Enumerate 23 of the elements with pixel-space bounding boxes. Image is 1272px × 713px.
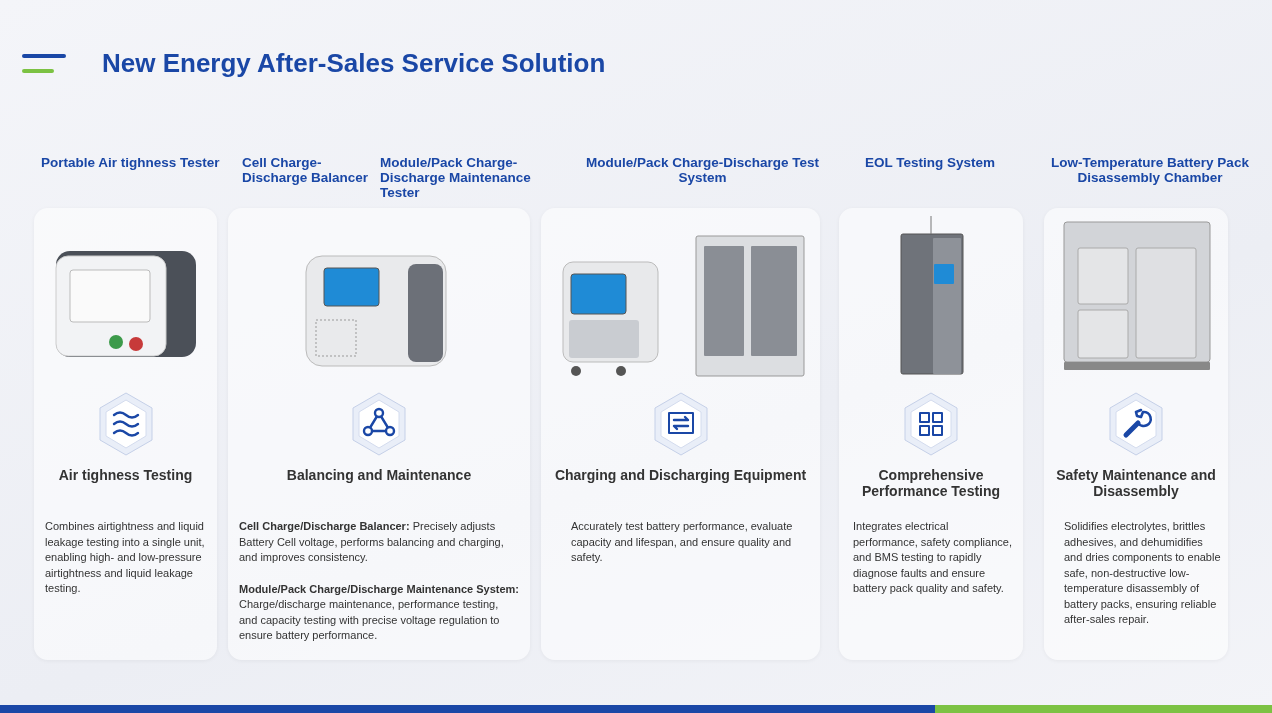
product-card xyxy=(839,208,1023,660)
product-name: Module/Pack Charge-Discharge Maintenance Tester xyxy=(380,155,532,200)
product-name: Cell Charge-Discharge Balancer xyxy=(242,155,370,185)
product-card xyxy=(1044,208,1228,660)
description-text: Cell Charge/Discharge Balancer: Precisely adjusts Battery Cell voltage, performs balancing and charging, and improves consistency. xyxy=(239,519,505,565)
service-heading: Air tighness Testing xyxy=(57,467,194,483)
description-text: Integrates electrical performance, safety compliance, and BMS testing to rapidly diagnose faults and ensure battery pack quality and safety. xyxy=(853,519,1013,596)
description-text: Accurately test battery performance, evaluate capacity and lifespan, and ensure quality and safety. xyxy=(571,519,794,565)
description-text: Solidifies electrolytes, brittles adhesives, and dehumidifies and dries components to enable safe, non-destructive low-temperature disassembly of battery packs, ensuring reliable after-sales repair. xyxy=(1064,519,1222,627)
product-name: EOL Testing System xyxy=(863,155,996,170)
service-heading: Balancing and Maintenance xyxy=(285,467,473,483)
product-name: Low-Temperature Battery Pack Disassembly Chamber xyxy=(1050,155,1250,185)
product-card xyxy=(34,208,217,660)
service-heading: Safety Maintenance and Disassembly xyxy=(1055,467,1217,499)
service-heading: Comprehensive Performance Testing xyxy=(860,467,1002,499)
page-title: New Energy After-Sales Service Solution xyxy=(102,48,606,79)
description-text: Combines airtightness and liquid leakage testing into a single unit, enabling high- and low-pressure airtightness and liquid leakage testing. xyxy=(45,519,205,596)
product-card xyxy=(541,208,820,660)
product-name: Portable Air tighness Tester xyxy=(41,155,221,170)
product-card xyxy=(228,208,530,660)
product-name: Module/Pack Charge-Discharge Test System xyxy=(585,155,820,185)
description-text: Module/Pack Charge/Discharge Maintenance System: Charge/discharge maintenance, performance testing, and capacity testing with precise voltage regulation to ensure battery performance. xyxy=(239,581,519,643)
service-heading: Charging and Discharging Equipment xyxy=(553,467,808,483)
